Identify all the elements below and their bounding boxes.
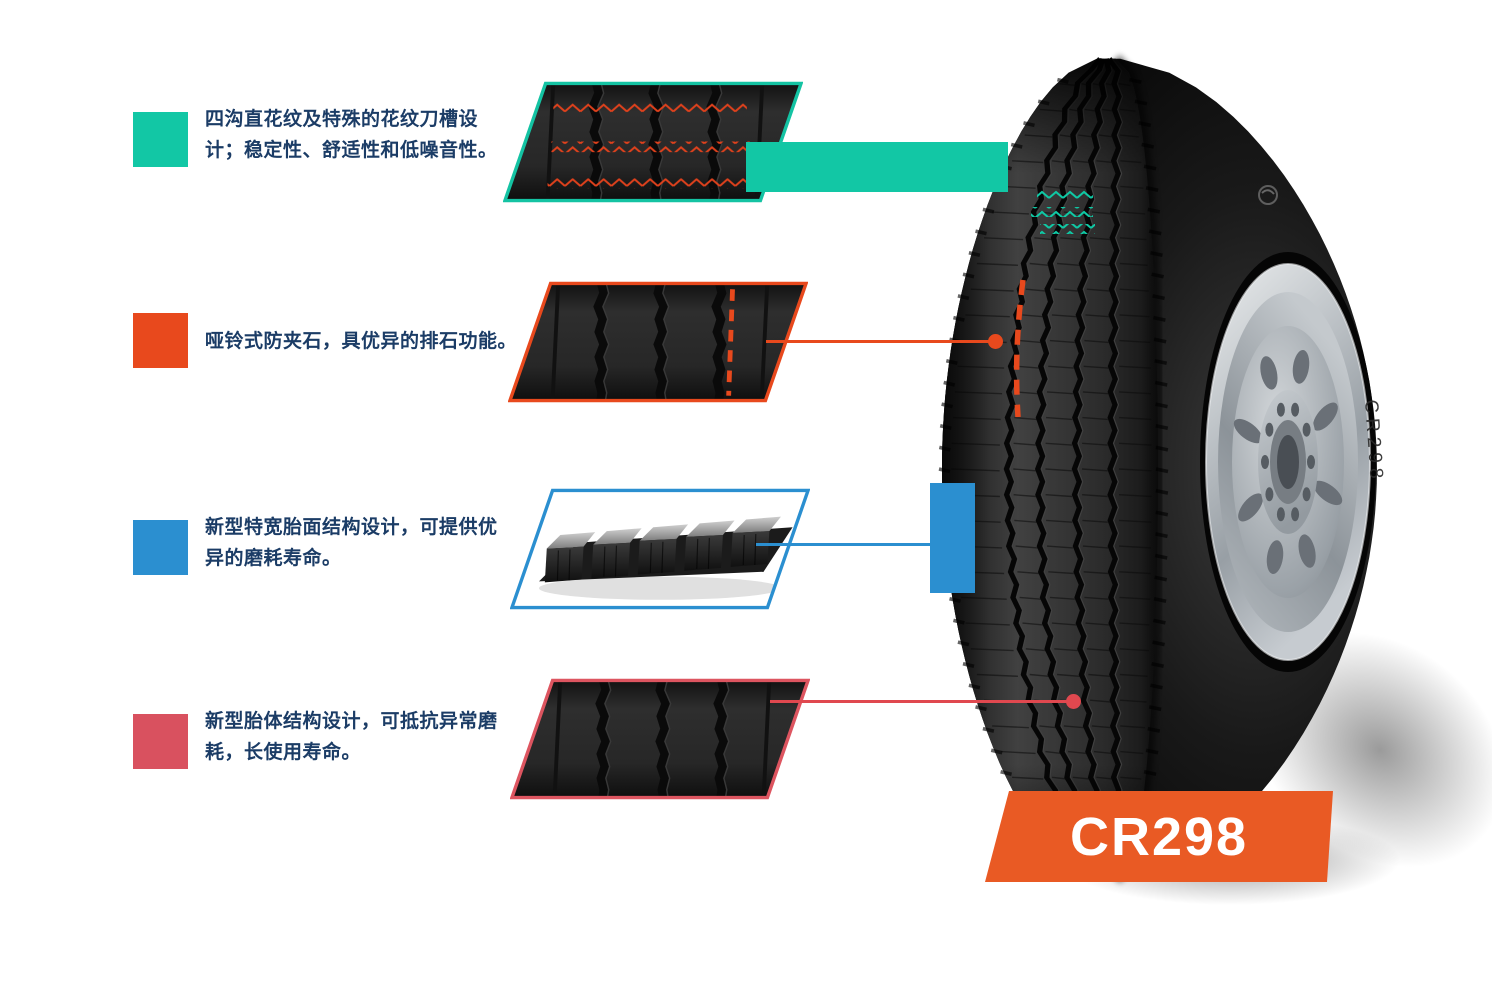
- feature-text-wide-tread: 新型特宽胎面结构设计，可提供优异的磨耗寿命。: [205, 517, 498, 569]
- callout-dot-orange: [988, 334, 1003, 349]
- tread-highlight-teal-sipes: [1031, 190, 1095, 234]
- sidewall-logo-icon: [1258, 185, 1278, 205]
- callout-rect-blue: [930, 483, 975, 593]
- callout-line-orange: [766, 340, 996, 343]
- tread-pattern-thumb-casing-structure: [510, 678, 810, 800]
- feature-swatch-wide-tread: [133, 520, 188, 575]
- thumb-frame-blue: [510, 488, 810, 610]
- thumb-frame-orange: [508, 281, 808, 403]
- wheel-vent-holes: [1233, 350, 1343, 574]
- callout-dot-red: [1066, 694, 1081, 709]
- thumb-frame-red: [510, 678, 810, 800]
- feature-swatch-groove-design: [133, 112, 188, 167]
- tread-blocks-3d: [544, 516, 781, 583]
- feature-text-groove-design: 四沟直花纹及特殊的花纹刀槽设计；稳定性、舒适性和低噪音性。: [205, 109, 498, 161]
- callout-line-blue: [756, 543, 934, 546]
- wheel-bolt-holes: [1261, 402, 1315, 522]
- orange-stone-ejector-highlight: [726, 289, 735, 396]
- feature-swatch-stone-ejection: [133, 313, 188, 368]
- feature-swatch-casing-structure: [133, 714, 188, 769]
- feature-text-casing-structure: 新型胎体结构设计，可抵抗异常磨耗，长使用寿命。: [205, 711, 498, 763]
- red-sipe-highlight: [553, 102, 747, 114]
- model-name: CR298: [1069, 806, 1249, 867]
- callout-connector-teal: [746, 142, 1008, 192]
- tire-illustration: CR298: [938, 54, 1387, 884]
- tread-pattern-thumb-stone-ejection: [508, 281, 808, 403]
- wheel-rim: [1200, 252, 1376, 672]
- tread-pattern-thumb-wide-tread: [510, 488, 810, 610]
- feature-text-stone-ejection: 哑铃式防夹石，具优异的排石功能。: [205, 331, 518, 352]
- model-banner: CR298: [985, 791, 1333, 882]
- red-sipe-highlight: [547, 178, 746, 189]
- red-sipe-highlight: [551, 141, 750, 153]
- callout-line-red: [770, 700, 1070, 703]
- thumb-frame-teal: [503, 81, 803, 203]
